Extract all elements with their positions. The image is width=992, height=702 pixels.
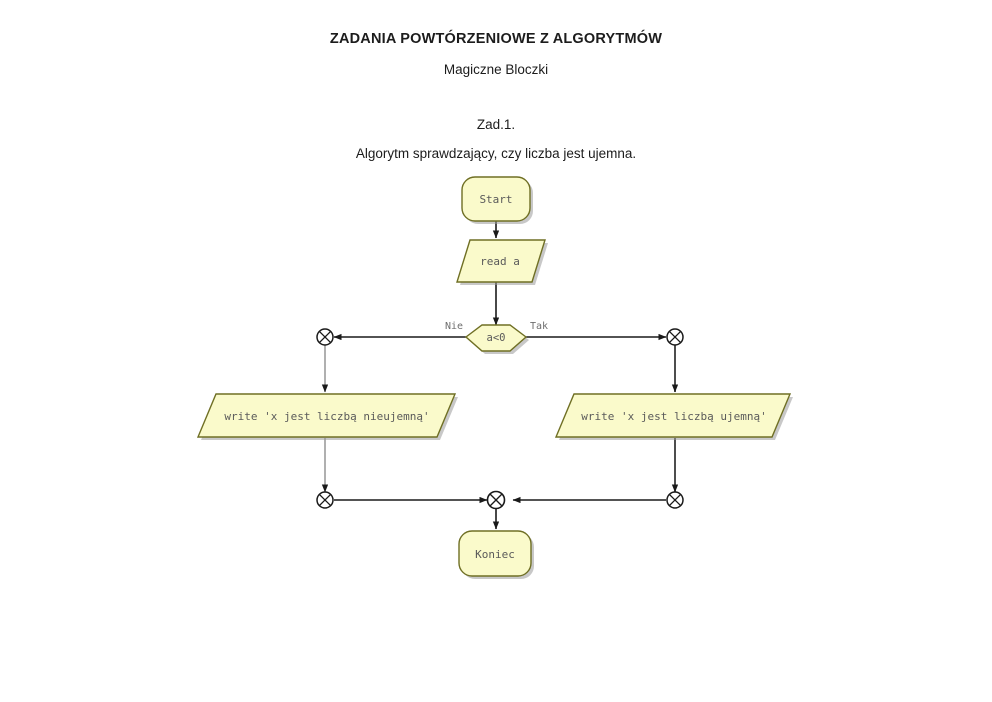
branch-label-yes: Tak — [530, 321, 548, 332]
write-nonnegative-shape — [196, 393, 457, 438]
read-shape — [456, 239, 546, 283]
start-label: Start — [479, 193, 512, 206]
task-description: Algorytm sprawdzający, czy liczba jest u… — [355, 146, 637, 161]
task-number: Zad.1. — [476, 117, 516, 132]
junction-bottom-center-crossed-circle-icon — [486, 490, 506, 510]
end-label: Koniec — [475, 548, 515, 561]
junction-top-left-crossed-circle-icon — [316, 328, 334, 346]
node-start[interactable]: Start — [461, 176, 533, 224]
node-decision[interactable]: a<0 — [464, 324, 529, 354]
read-label: read a — [480, 255, 520, 268]
write-negative-label: write 'x jest liczbą ujemną' — [581, 410, 766, 423]
end-shape — [458, 530, 532, 577]
node-read[interactable]: read a — [456, 239, 548, 285]
write-nonnegative-label: write 'x jest liczbą nieujemną' — [224, 410, 429, 423]
junction-bottom-left-crossed-circle-icon — [316, 491, 334, 509]
junction-top-right-crossed-circle-icon — [666, 328, 684, 346]
branch-label-no: Nie — [445, 321, 463, 332]
junction-bottom-right-crossed-circle-icon — [666, 491, 684, 509]
write-negative-shape — [554, 393, 792, 438]
node-write-negative[interactable]: write 'x jest liczbą ujemną' — [554, 393, 793, 440]
page-subtitle: Magiczne Bloczki — [443, 62, 549, 77]
node-end[interactable]: Koniec — [458, 530, 534, 579]
node-write-nonnegative[interactable]: write 'x jest liczbą nieujemną' — [196, 393, 458, 440]
page-title: ZADANIA POWTÓRZENIOWE Z ALGORYTMÓW — [329, 31, 663, 47]
start-shape — [461, 176, 531, 222]
decision-shape — [464, 324, 528, 352]
decision-label: a<0 — [487, 332, 506, 344]
